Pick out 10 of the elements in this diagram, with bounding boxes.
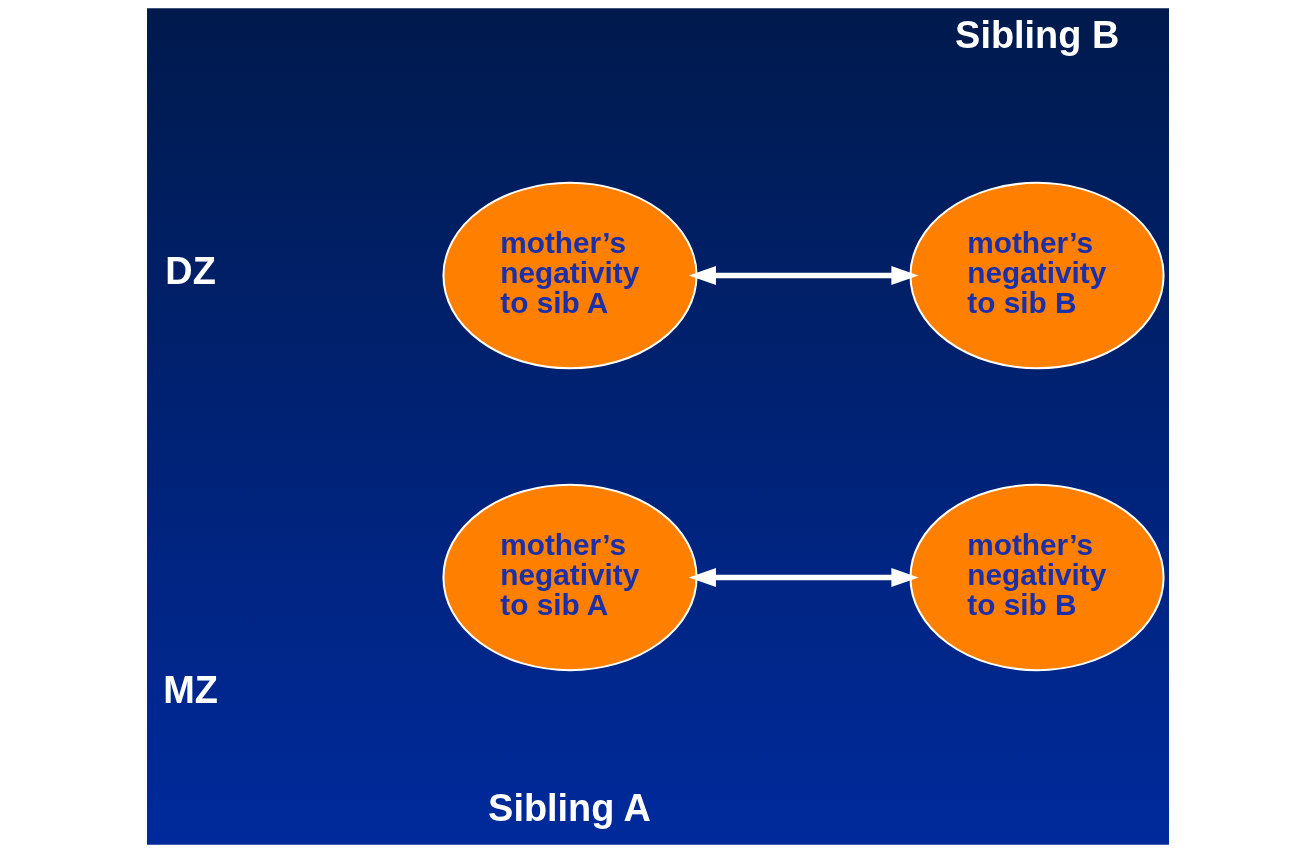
label: Sibling B: [954, 14, 1119, 57]
label: MZ: [162, 669, 218, 712]
arrow: [688, 567, 918, 587]
label: Sibling A: [487, 786, 651, 829]
node-ellipse: mother’s negativity to sib A: [441, 483, 698, 672]
node-ellipse: mother’s negativity to sib A: [441, 181, 698, 370]
arrow: [688, 266, 918, 286]
node-ellipse: mother’s negativity to sib B: [908, 181, 1165, 370]
label: DZ: [164, 249, 216, 292]
node-ellipse: mother’s negativity to sib B: [908, 483, 1165, 672]
